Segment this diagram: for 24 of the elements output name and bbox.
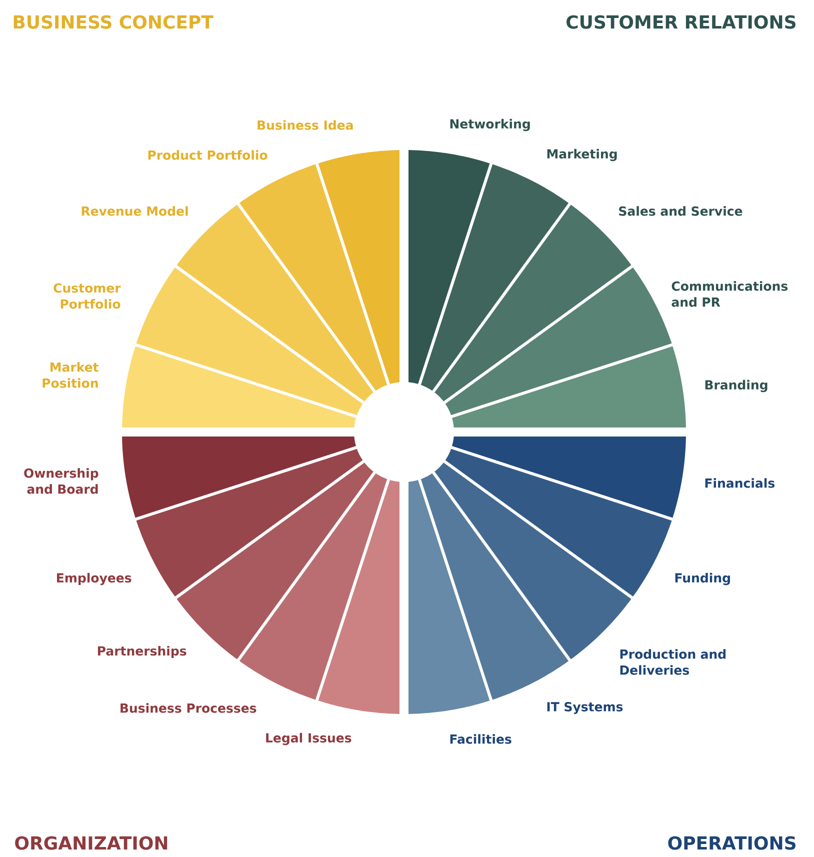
segment-label: Market Position: [42, 362, 99, 388]
segment-label: Business Processes: [120, 703, 256, 713]
quadrant-title: OPERATIONS: [668, 836, 796, 850]
segment-label: Marketing: [547, 148, 617, 162]
segment-label: Ownership and Board: [24, 468, 98, 494]
segment-label: Partnerships: [98, 646, 186, 658]
segment-label: Financials: [705, 478, 775, 488]
segment-label: Networking: [450, 118, 530, 132]
quadrant-title: ORGANIZATION: [15, 836, 168, 850]
segment-label: IT Systems: [547, 702, 623, 714]
segment-label: Employees: [57, 572, 132, 586]
segment-label: Production and Deliveries: [620, 649, 726, 675]
segment-label: Branding: [705, 380, 768, 392]
segment-label: Revenue Model: [82, 206, 188, 216]
segment-label: Communications and PR: [672, 281, 788, 307]
quadrant-title: CUSTOMER RELATIONS: [566, 15, 796, 29]
segment-label: Business Idea: [258, 120, 353, 130]
segment-label: Product Portfolio: [148, 150, 268, 160]
segment-label: Customer Portfolio: [54, 283, 121, 309]
segment-label: Sales and Service: [619, 206, 742, 216]
segment-label: Funding: [675, 572, 730, 586]
segment-label: Facilities: [450, 734, 512, 744]
segment-label: Legal Issues: [266, 732, 352, 746]
quadrant-title: BUSINESS CONCEPT: [14, 15, 214, 29]
